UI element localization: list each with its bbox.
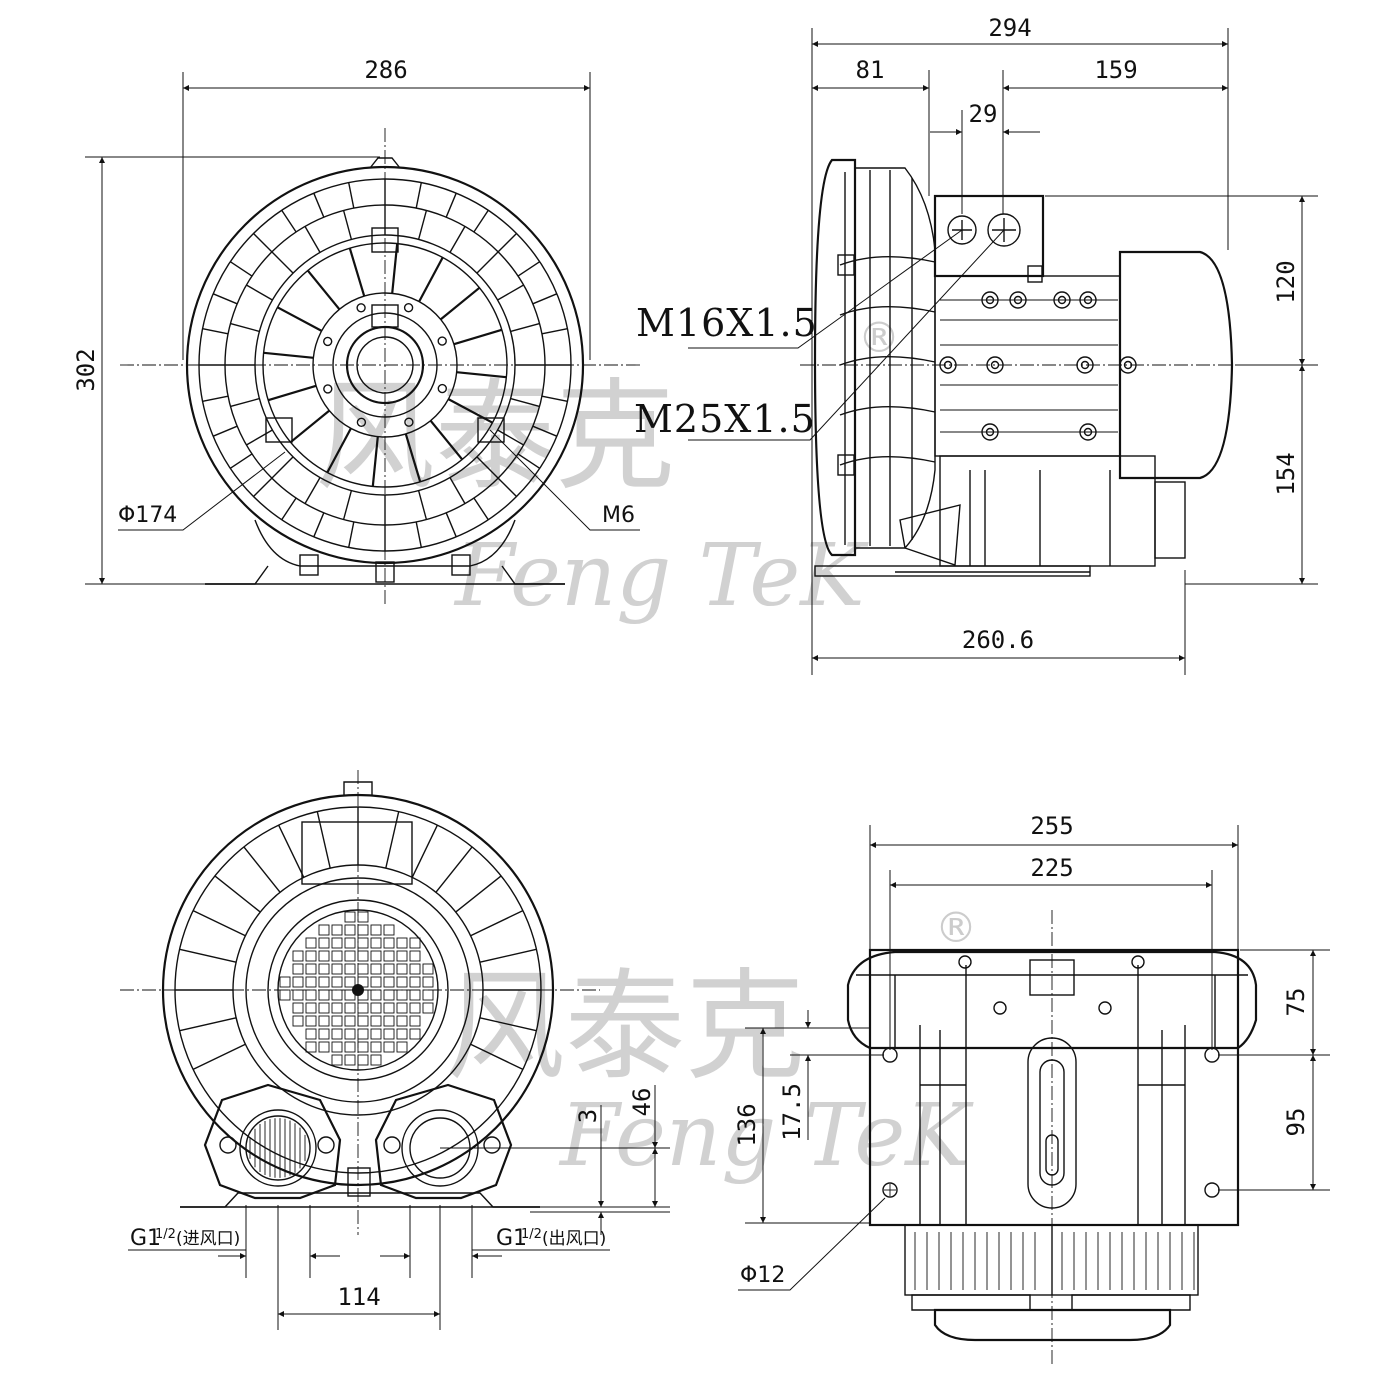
side-overall-dim: 294 [988,14,1031,42]
bottom-hole-label: Φ12 [740,1263,785,1288]
watermark-top: 风泰克 Feng TeK ® [315,313,900,626]
rear-outlet-sup: 1/2 [521,1227,542,1242]
rear-port-height-3: 3 [574,1109,602,1123]
front-width-dim: 286 [364,56,407,84]
watermark-english-top: Feng TeK [453,526,869,626]
rear-outlet-cn: (出风口) [542,1229,606,1249]
front-bolt-label: M6 [602,503,635,528]
front-diameter-label: Φ174 [118,503,177,528]
rear-inlet-label: G1 [130,1226,161,1251]
side-gland-small-label: M16X1.5 [636,301,818,345]
front-view: 286 302 Φ174 M6 [72,56,640,605]
bottom-dim-136: 136 [733,1103,761,1146]
rear-view: 114 G1 1/2 (进风口) G1 1/2 (出风口) 46 3 [120,770,670,1330]
side-upper-height-dim: 120 [1272,260,1300,303]
bottom-view: 255 225 75 95 136 17.5 Φ12 [733,812,1330,1365]
bottom-dim-75: 75 [1282,988,1310,1017]
rear-inlet-sup: 1/2 [155,1227,176,1242]
rear-inlet-cn: (进风口) [176,1229,240,1249]
side-base-dim: 260.6 [962,626,1034,654]
watermark-registered-bottom: ® [935,903,977,952]
bottom-outer-width-dim: 255 [1030,812,1073,840]
side-view: 294 81 159 29 120 154 260.6 M16X1.5 M25X… [634,14,1318,675]
rear-port-spacing-dim: 114 [337,1283,380,1311]
bottom-dim-95: 95 [1282,1108,1310,1137]
watermark-english-bottom: Feng TeK [558,1086,974,1186]
bottom-hole-pitch-dim: 225 [1030,854,1073,882]
watermark-bottom: 风泰克 Feng TeK ® [445,903,977,1186]
rear-port-height-46: 46 [628,1088,656,1117]
side-lower-height-dim: 154 [1272,452,1300,495]
side-right-dim: 159 [1094,56,1137,84]
bottom-dim-17-5: 17.5 [778,1083,806,1141]
rear-outlet-label: G1 [496,1226,527,1251]
watermark-registered-top: ® [858,313,900,362]
side-gland-pitch-dim: 29 [969,100,998,128]
front-height-dim: 302 [72,348,100,391]
side-gland-large-label: M25X1.5 [634,397,816,441]
side-left-dim: 81 [856,56,885,84]
